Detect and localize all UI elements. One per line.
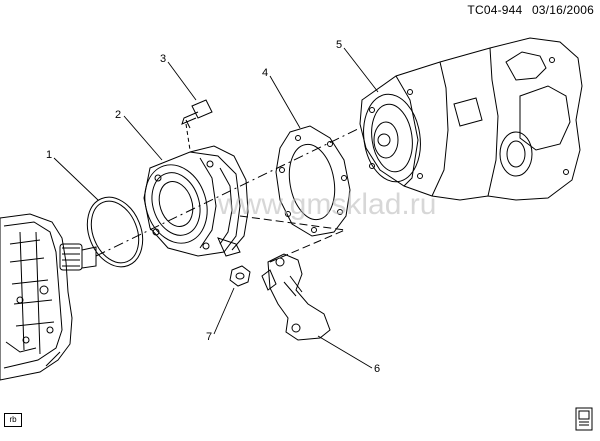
transmission-housing — [0, 213, 97, 381]
centerline — [95, 127, 361, 257]
mount-line — [239, 215, 347, 263]
mounting-bracket — [261, 253, 331, 341]
corner-tag: rb — [4, 413, 22, 427]
nut — [229, 265, 251, 287]
callout-3: 3 — [160, 53, 166, 65]
leader-lines — [53, 47, 379, 369]
figure-code: TC04-944 — [467, 3, 523, 17]
adapter-housing — [143, 145, 249, 257]
figure-date: 03/16/2006 — [531, 3, 594, 17]
transfer-case — [359, 37, 583, 201]
o-ring-seal — [86, 196, 144, 268]
gasket — [275, 125, 351, 237]
bolt-leader-dash — [185, 123, 191, 151]
callout-4: 4 — [262, 67, 268, 79]
callout-5: 5 — [336, 39, 342, 51]
callout-6: 6 — [374, 363, 380, 375]
bolt — [181, 99, 213, 151]
book-icon — [575, 407, 593, 431]
watermark: www.gmsklad.ru — [217, 188, 436, 221]
figure-header: TC04-944 03/16/2006 — [461, 3, 594, 17]
callout-2: 2 — [115, 109, 121, 121]
callout-1: 1 — [46, 149, 52, 161]
callout-7: 7 — [206, 331, 212, 343]
